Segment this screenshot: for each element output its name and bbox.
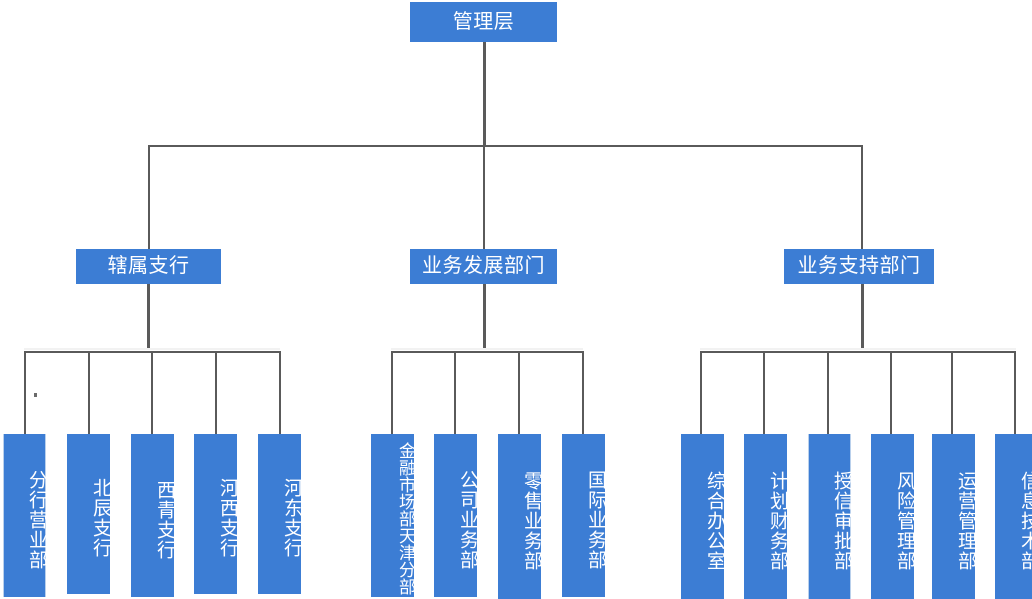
node-label: 河西支行: [217, 478, 238, 558]
connector-bizsupport-drop-4: [890, 351, 892, 435]
node-branch-hedong[interactable]: 河东支行: [258, 434, 302, 594]
node-label: 辖属支行: [107, 255, 190, 277]
connector-bizdev-drop-1: [391, 351, 393, 435]
connector-bizsupport-stem: [861, 284, 864, 350]
connector-drop-business-development: [483, 145, 485, 250]
node-branch-beichen[interactable]: 北辰支行: [67, 434, 111, 594]
node-label: 河东支行: [281, 478, 302, 558]
connector-bizsupport-bus-highlight: [700, 348, 1016, 350]
node-label: 分行营业部: [26, 469, 47, 570]
connector-bizsupport-drop-2: [763, 351, 765, 435]
node-support-general-office[interactable]: 综合办公室: [681, 434, 725, 599]
connector-level2-bus: [148, 145, 863, 147]
connector-bizdev-bus: [391, 351, 583, 353]
node-label: 计划财务部: [767, 470, 788, 571]
node-support-operations-management[interactable]: 运营管理部: [932, 434, 976, 599]
connector-drop-branches: [148, 145, 150, 250]
connector-bizdev-drop-4: [582, 351, 584, 435]
node-bizdev-corporate-business[interactable]: 公司业务部: [434, 434, 478, 597]
connector-branch-drop-5: [279, 351, 281, 435]
connector-bizdev-drop-2: [454, 351, 456, 435]
connector-branches-bus-highlight: [24, 348, 280, 350]
node-label: 金融市场部天津分部: [396, 442, 415, 595]
node-label: 风险管理部: [894, 470, 915, 571]
node-label: 授信审批部: [831, 470, 852, 571]
connector-branch-drop-4: [215, 351, 217, 435]
node-support-credit-approval[interactable]: 授信审批部: [808, 434, 852, 599]
node-label: 业务支持部门: [797, 255, 921, 277]
connector-bizsupport-bus: [700, 351, 1016, 353]
node-business-development[interactable]: 业务发展部门: [410, 249, 557, 284]
node-bizdev-international-business[interactable]: 国际业务部: [562, 434, 606, 597]
connector-drop-business-support: [861, 145, 863, 250]
node-label: 公司业务部: [457, 469, 478, 570]
node-label: 北辰支行: [90, 478, 111, 558]
node-support-risk-management[interactable]: 风险管理部: [871, 434, 915, 599]
connector-bizsupport-drop-5: [951, 351, 953, 435]
node-label: 综合办公室: [704, 470, 725, 571]
node-bizdev-retail-business[interactable]: 零售业务部: [498, 434, 542, 599]
connector-bizdev-drop-3: [518, 351, 520, 435]
node-branch-fenhang-yingyebu[interactable]: 分行营业部: [3, 434, 47, 597]
connector-bizdev-stem: [483, 284, 486, 350]
node-label: 西青支行: [154, 479, 175, 560]
node-subordinate-branches[interactable]: 辖属支行: [76, 249, 221, 284]
node-label: 零售业务部: [521, 470, 542, 571]
node-label: 国际业务部: [585, 469, 606, 570]
node-support-planning-finance[interactable]: 计划财务部: [744, 434, 788, 599]
connector-branch-drop-3: [151, 351, 153, 435]
render-artifact-mark: [34, 393, 37, 397]
connector-bizsupport-drop-6: [1014, 351, 1016, 435]
connector-branch-drop-1: [24, 351, 26, 435]
node-label: 信息技术部: [1018, 470, 1032, 571]
node-label: 管理层: [452, 10, 515, 33]
node-bizdev-financial-market-tianjin[interactable]: 金融市场部天津分部: [371, 434, 415, 597]
connector-bizdev-bus-highlight: [391, 348, 583, 350]
connector-bizsupport-drop-3: [827, 351, 829, 435]
node-root-management[interactable]: 管理层: [410, 2, 557, 42]
node-business-support[interactable]: 业务支持部门: [784, 249, 934, 284]
connector-root-stem: [483, 42, 486, 146]
node-support-information-technology[interactable]: 信息技术部: [995, 434, 1032, 599]
node-branch-hexi[interactable]: 河西支行: [194, 434, 238, 594]
node-label: 运营管理部: [955, 470, 976, 571]
connector-branches-stem: [147, 284, 150, 350]
node-label: 业务发展部门: [422, 255, 545, 277]
connector-branch-drop-2: [88, 351, 90, 435]
node-branch-xiqing[interactable]: 西青支行: [131, 434, 175, 597]
connector-bizsupport-drop-1: [700, 351, 702, 435]
